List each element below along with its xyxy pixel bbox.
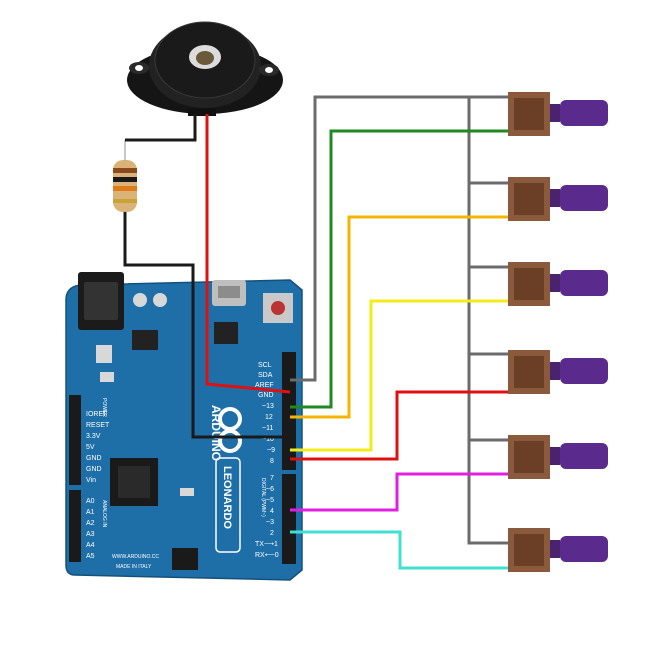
pin-label: ~6 bbox=[266, 486, 274, 493]
right-header-labels: SCL SDA AREF GND ~13 12 ~11 ~10 ~9 8 7 ~… bbox=[255, 362, 279, 559]
wire-gray-bus bbox=[467, 97, 508, 545]
pin-label: 4 bbox=[270, 508, 274, 515]
analog-header bbox=[69, 490, 81, 562]
resistor bbox=[113, 140, 137, 222]
pin-label: IOREF bbox=[86, 411, 107, 418]
pin-label: ~11 bbox=[262, 425, 273, 432]
pin-label: 8 bbox=[270, 458, 274, 465]
wire-cyan bbox=[290, 530, 508, 570]
wire-yellow bbox=[290, 299, 508, 452]
pin-label: A1 bbox=[86, 509, 95, 516]
left-header-labels: IOREF RESET 3.3V 5V GND GND Vin A0 A1 A2… bbox=[86, 411, 110, 560]
potentiometer bbox=[508, 528, 608, 572]
power-header bbox=[69, 395, 81, 485]
wire-magenta bbox=[290, 472, 508, 512]
pin-label: 12 bbox=[265, 414, 273, 421]
wire-red bbox=[290, 390, 508, 461]
board-url: WWW.ARDUINO.CC bbox=[112, 554, 159, 560]
pin-label: GND bbox=[86, 455, 102, 462]
potentiometer bbox=[508, 435, 608, 479]
icsp-header bbox=[172, 548, 198, 570]
wire-red bbox=[205, 114, 291, 394]
pin-label: ~9 bbox=[267, 447, 275, 454]
potentiometer bbox=[508, 92, 608, 136]
pin-label: GND bbox=[86, 466, 102, 473]
arduino-logo bbox=[218, 407, 242, 453]
pin-label: GND bbox=[258, 392, 274, 399]
board-made-in: MADE IN ITALY bbox=[116, 564, 152, 570]
pin-label: A5 bbox=[86, 553, 95, 560]
pin-label: 2 bbox=[270, 530, 274, 537]
pin-label: SCL bbox=[258, 362, 272, 369]
potentiometer bbox=[508, 177, 608, 221]
digital-header-top bbox=[282, 352, 296, 470]
pin-label: RX⟵0 bbox=[255, 552, 279, 559]
wire-gray bbox=[290, 95, 508, 382]
pin-label: ~5 bbox=[266, 497, 274, 504]
potentiometer bbox=[508, 350, 608, 394]
wire-black bbox=[125, 114, 197, 142]
pin-label: ~3 bbox=[266, 519, 274, 526]
pin-label: A0 bbox=[86, 498, 95, 505]
digital-header-bottom bbox=[282, 474, 296, 564]
pin-label: A2 bbox=[86, 520, 95, 527]
board-brand: ARDUINO bbox=[209, 405, 223, 461]
pin-label: SDA bbox=[258, 372, 273, 379]
pin-label: AREF bbox=[255, 382, 274, 389]
analog-label: ANALOG IN bbox=[101, 500, 107, 528]
pin-label: A3 bbox=[86, 531, 95, 538]
pin-label: A4 bbox=[86, 542, 95, 549]
board-model: LEONARDO bbox=[221, 466, 233, 529]
power-label: POWER bbox=[101, 398, 107, 417]
wire-green bbox=[290, 129, 508, 409]
pin-label: ~10 bbox=[262, 436, 274, 443]
digital-label: DIGITAL (PWM~) bbox=[260, 478, 266, 517]
pin-label: Vin bbox=[86, 477, 96, 484]
potentiometer bbox=[508, 262, 608, 306]
potentiometers bbox=[508, 92, 608, 572]
wire-orange bbox=[290, 215, 508, 419]
pin-label: 5V bbox=[86, 444, 95, 451]
wires bbox=[123, 95, 508, 570]
piezo-buzzer bbox=[127, 21, 283, 116]
arduino-leonardo-board: ARDUINO LEONARDO WWW.ARDUINO.CC MADE IN … bbox=[65, 272, 303, 581]
pin-label: 7 bbox=[270, 475, 274, 482]
pin-label: 3.3V bbox=[86, 433, 101, 440]
pin-label: RESET bbox=[86, 422, 110, 429]
pin-label: TX⟶1 bbox=[255, 541, 278, 548]
wire-black bbox=[123, 212, 290, 439]
pin-label: ~13 bbox=[262, 403, 274, 410]
